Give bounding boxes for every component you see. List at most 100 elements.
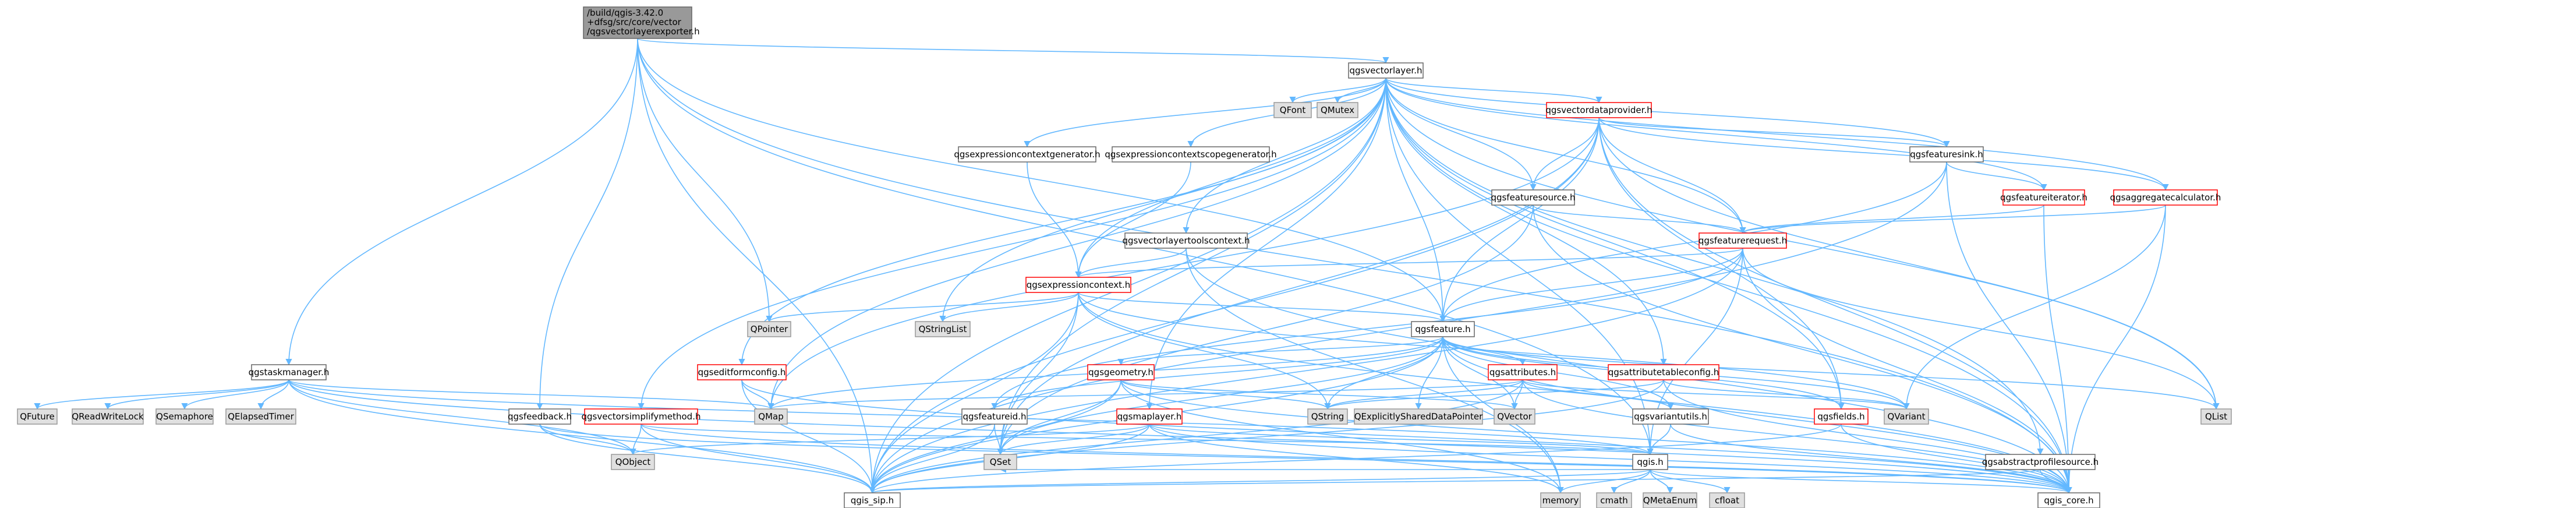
node-qgsvariantutils[interactable]: qgsvariantutils.h bbox=[1632, 408, 1709, 425]
edge-qgsexpressioncontext-to-qstringlist bbox=[939, 292, 1079, 323]
node-label: qgis_sip.h bbox=[851, 495, 894, 506]
edge-qgsgeometry-to-qvector bbox=[1120, 379, 1518, 410]
node-qgsexpressioncontext[interactable]: qgsexpressioncontext.h bbox=[1025, 277, 1131, 293]
node-qgsabstractprofilesource[interactable]: qgsabstractprofilesource.h bbox=[1982, 454, 2099, 470]
edge-qgsattributetableconfig-to-qgis_core bbox=[1663, 379, 2072, 494]
edge-qgsmaplayer-to-qgis_core bbox=[1149, 424, 2072, 494]
node-qgsattributes[interactable]: qgsattributes.h bbox=[1488, 364, 1558, 380]
node-qset: QSet bbox=[983, 454, 1017, 470]
node-qgsfeatureid[interactable]: qgsfeatureid.h bbox=[961, 408, 1028, 425]
node-qgsvectorlayertoolscontext[interactable]: qgsvectorlayertoolscontext.h bbox=[1122, 232, 1250, 249]
edge-qgsgeometry-to-memory bbox=[1120, 379, 1564, 494]
edge-qgsfeature-to-qgsattributes bbox=[1442, 336, 1526, 366]
node-qgsfields[interactable]: qgsfields.h bbox=[1814, 408, 1869, 425]
node-qsemaphore: QSemaphore bbox=[155, 408, 214, 425]
node-label: qgsfeedback.h bbox=[508, 411, 572, 422]
edge-qgseditformconfig-to-qgis_sip bbox=[741, 379, 876, 494]
edge-root-to-qgstaskmanager bbox=[285, 38, 638, 366]
node-memory: memory bbox=[1540, 492, 1581, 508]
node-qgsvectorlayer[interactable]: qgsvectorlayer.h bbox=[1348, 62, 1424, 79]
edge-qgsvectordataprovider-to-qgsfeaturesource bbox=[1530, 117, 1600, 191]
edge-qgsfeature-to-qgsgeometry bbox=[1117, 336, 1443, 366]
edge-qgsvectorlayer-to-qgseditformconfig bbox=[738, 77, 1386, 366]
edge-root-to-qgsvectorlayer bbox=[637, 38, 1389, 64]
node-qgseditformconfig[interactable]: qgseditformconfig.h bbox=[697, 364, 787, 380]
node-cfloat: cfloat bbox=[1709, 492, 1745, 508]
node-qgsmaplayer[interactable]: qgsmaplayer.h bbox=[1116, 408, 1183, 425]
edge-qgsfeaturerequest-to-qgsfeature bbox=[1439, 248, 1743, 323]
node-qgsfeedback[interactable]: qgsfeedback.h bbox=[508, 408, 572, 425]
edge-qgsattributes-to-qvariant bbox=[1522, 379, 1910, 410]
node-qfont: QFont bbox=[1273, 102, 1312, 118]
edge-qgsfeature-to-qgsfeatureid bbox=[991, 336, 1443, 410]
node-qgsfeatureiterator[interactable]: qgsfeatureiterator.h bbox=[2000, 189, 2087, 206]
edge-qgstaskmanager-to-qsemaphore bbox=[181, 379, 289, 410]
node-qfuture: QFuture bbox=[17, 408, 58, 425]
edge-qgstaskmanager-to-qmap bbox=[288, 379, 774, 410]
edge-qgsvariantutils-to-qgis bbox=[1647, 424, 1671, 456]
node-label: qgseditformconfig.h bbox=[698, 367, 786, 378]
node-qgis_sip[interactable]: qgis_sip.h bbox=[844, 492, 901, 508]
edge-qgsvariantutils-to-qgis_core bbox=[1670, 424, 2072, 494]
edge-qgis-to-qmetaenum bbox=[1650, 469, 1673, 494]
edge-qgsvectorsimplifymethod-to-qgis bbox=[641, 424, 1653, 456]
node-qgsexpressioncontextgenerator[interactable]: qgsexpressioncontextgenerator.h bbox=[954, 146, 1101, 163]
node-qgis_core[interactable]: qgis_core.h bbox=[2037, 492, 2100, 508]
edge-qgsvectorlayer-to-qgsexpressioncontextgenerator bbox=[1024, 77, 1386, 148]
node-qgsattributetableconfig[interactable]: qgsattributetableconfig.h bbox=[1608, 364, 1719, 380]
node-label: QMetaEnum bbox=[1643, 495, 1697, 506]
node-qgsvectorsimplifymethod[interactable]: qgsvectorsimplifymethod.h bbox=[582, 408, 701, 425]
node-label: qgsfeatureid.h bbox=[963, 411, 1027, 422]
node-qgsgeometry[interactable]: qgsgeometry.h bbox=[1087, 364, 1155, 380]
node-qgsexpressioncontextscopegenerator[interactable]: qgsexpressioncontextscopegenerator.h bbox=[1105, 146, 1277, 163]
edge-qgsvectorlayer-to-qgsfeatureiterator bbox=[1385, 77, 2047, 191]
node-label: qgsabstractprofilesource.h bbox=[1982, 457, 2099, 467]
edge-qgsvectordataprovider-to-qgsaggregatecalculator bbox=[1598, 117, 2169, 191]
edge-qgsfeature-to-qvector bbox=[1442, 336, 1518, 410]
node-qgsvectordataprovider[interactable]: qgsvectordataprovider.h bbox=[1545, 102, 1653, 118]
edge-qgsvectordataprovider-to-qlist bbox=[1598, 117, 2220, 410]
node-qgstaskmanager[interactable]: qgstaskmanager.h bbox=[249, 364, 330, 380]
edge-qgsvectorsimplifymethod-to-qobject bbox=[629, 424, 642, 456]
edge-qgsexpressioncontext-to-qstring bbox=[1078, 292, 1331, 410]
edge-qgsfeatureid-to-qgis_sip bbox=[869, 424, 995, 494]
edge-qgsattributes-to-qgsvariantutils bbox=[1522, 379, 1674, 410]
edge-qgstaskmanager-to-qfuture bbox=[34, 379, 289, 410]
node-qpointer: QPointer bbox=[747, 321, 791, 337]
edge-qgsvectordataprovider-to-qgsfields bbox=[1598, 117, 1845, 410]
edge-qgseditformconfig-to-qgis_core bbox=[741, 379, 2072, 494]
node-label: QSemaphore bbox=[156, 411, 213, 422]
root-node: /build/qgis-3.42.0+dfsg/src/core/vector/… bbox=[583, 6, 700, 39]
node-label: qgsvectorsimplifymethod.h bbox=[582, 411, 701, 422]
node-qelapsedtimer: QElapsedTimer bbox=[225, 408, 296, 425]
edge-qgsmaplayer-to-qobject bbox=[629, 424, 1150, 456]
node-qreadwritelock: QReadWriteLock bbox=[72, 408, 144, 425]
edge-qgsfeaturesink-to-qgis_core bbox=[1946, 161, 2072, 494]
edge-qgsvectorlayer-to-qgis bbox=[1385, 77, 1654, 456]
edge-qgsfeaturerequest-to-qlist bbox=[1742, 248, 2220, 410]
node-label: qgsfields.h bbox=[1817, 411, 1864, 422]
node-label: qgsfeaturesource.h bbox=[1491, 192, 1575, 203]
node-label: qgsvariantutils.h bbox=[1634, 411, 1707, 422]
node-qgis[interactable]: qgis.h bbox=[1632, 454, 1668, 470]
node-label: qgsvectorlayertoolscontext.h bbox=[1122, 235, 1250, 246]
edge-qgsexpressioncontext-to-qgis_core bbox=[1078, 292, 2072, 494]
edge-qgsfeedback-to-qgis_sip bbox=[539, 424, 876, 494]
node-qgsfeaturesource[interactable]: qgsfeaturesource.h bbox=[1491, 189, 1576, 206]
node-label: qgsaggregatecalculator.h bbox=[2110, 192, 2221, 203]
node-qgsfeaturerequest[interactable]: qgsfeaturerequest.h bbox=[1699, 232, 1787, 249]
edge-qgsvectorlayer-to-qgsvectorsimplifymethod bbox=[638, 77, 1386, 410]
edge-qgsexpressioncontext-to-qpointer bbox=[766, 292, 1079, 323]
node-qgsfeaturesink[interactable]: qgsfeaturesink.h bbox=[1909, 146, 1984, 163]
nodes-layer: /build/qgis-3.42.0+dfsg/src/core/vector/… bbox=[17, 6, 2232, 508]
edge-qgsexpressioncontext-to-qgis_sip bbox=[869, 292, 1079, 494]
node-qgsfeature[interactable]: qgsfeature.h bbox=[1411, 321, 1475, 337]
root-node-label-line: /build/qgis-3.42.0 bbox=[587, 8, 663, 18]
edge-qgsfeaturesource-to-qgis_core bbox=[1533, 204, 2072, 494]
node-label: qgsexpressioncontext.h bbox=[1027, 280, 1131, 290]
edge-qgstaskmanager-to-qreadwritelock bbox=[104, 379, 289, 410]
edge-qgsaggregatecalculator-to-qgis_core bbox=[2065, 204, 2166, 494]
node-qgsaggregatecalculator[interactable]: qgsaggregatecalculator.h bbox=[2110, 189, 2221, 206]
edge-qgsvectordataprovider-to-qgsfeaturerequest bbox=[1598, 117, 1746, 234]
